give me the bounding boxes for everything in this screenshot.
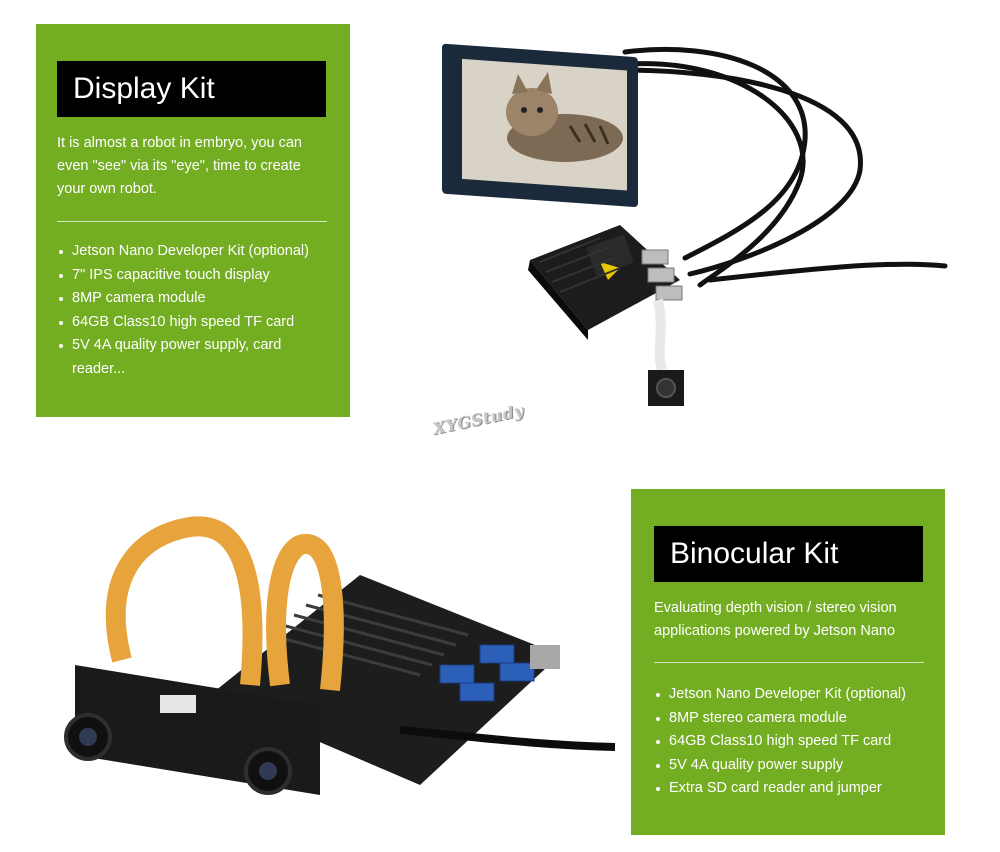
feature-item: 7" IPS capacitive touch display bbox=[57, 264, 332, 288]
feature-item: 8MP stereo camera module bbox=[654, 707, 939, 731]
feature-item: 8MP camera module bbox=[57, 287, 332, 311]
binocular-kit-title: Binocular Kit bbox=[654, 526, 923, 582]
touch-display bbox=[442, 43, 638, 207]
camera-module bbox=[648, 370, 684, 406]
binocular-kit-panel: Binocular Kit Evaluating depth vision / … bbox=[631, 489, 945, 835]
divider bbox=[654, 662, 924, 663]
feature-item: 5V 4A quality power supply, card reader.… bbox=[57, 334, 332, 381]
feature-item: Jetson Nano Developer Kit (optional) bbox=[654, 683, 939, 707]
display-kit-panel: Display Kit It is almost a robot in embr… bbox=[36, 24, 350, 417]
feature-item: 5V 4A quality power supply bbox=[654, 754, 939, 778]
feature-item: 64GB Class10 high speed TF card bbox=[57, 311, 332, 335]
stereo-camera-module bbox=[64, 665, 320, 795]
jetson-board bbox=[528, 225, 683, 340]
divider bbox=[57, 221, 327, 222]
display-kit-feature-list: Jetson Nano Developer Kit (optional) 7" … bbox=[57, 240, 332, 381]
binocular-kit-photo bbox=[64, 516, 616, 795]
feature-item: 64GB Class10 high speed TF card bbox=[654, 730, 939, 754]
display-kit-description: It is almost a robot in embryo, you can … bbox=[57, 135, 302, 197]
display-kit-title: Display Kit bbox=[57, 61, 326, 117]
feature-item: Extra SD card reader and jumper bbox=[654, 777, 939, 801]
display-kit-photo bbox=[442, 43, 948, 406]
feature-item: Jetson Nano Developer Kit (optional) bbox=[57, 240, 332, 264]
binocular-kit-description: Evaluating depth vision / stereo vision … bbox=[654, 600, 897, 639]
binocular-kit-feature-list: Jetson Nano Developer Kit (optional) 8MP… bbox=[654, 683, 939, 801]
